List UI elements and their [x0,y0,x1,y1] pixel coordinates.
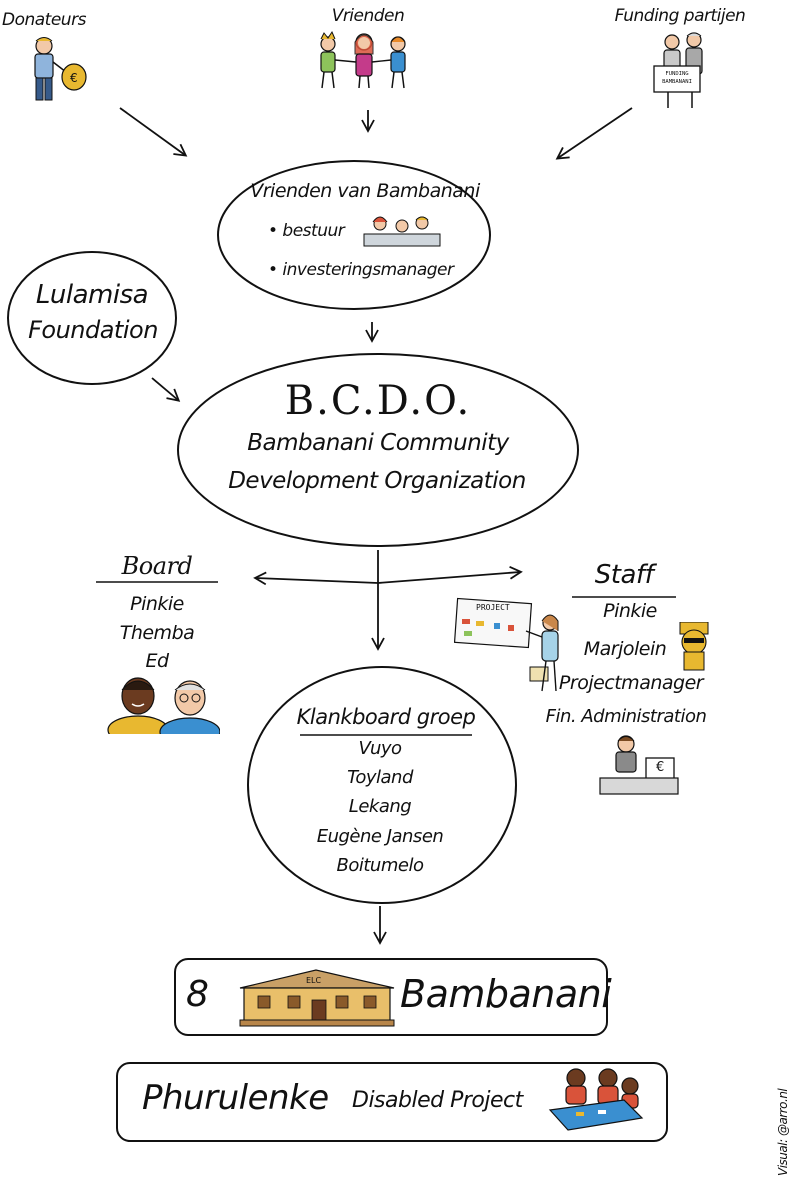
vrienden-label: Vrienden [331,6,405,26]
phurulenke-figures [546,1064,644,1138]
arrow-funding [555,107,633,160]
staff-member-pinkie: Pinkie [603,600,657,622]
vrienden-figures [308,30,418,96]
donateurs-label: Donateurs [2,10,86,30]
project-whiteboard-figure: PROJECT [453,595,566,699]
board-figures [104,672,221,747]
klankboard-ellipse [247,666,517,904]
friend-1 [320,30,336,89]
board-title: Board [121,552,193,580]
board-member-themba: Themba [119,622,195,644]
board-member-ed: Ed [145,650,169,672]
fin-admin-figure: € [598,730,680,802]
staff-member-projectmanager: Projectmanager [558,672,704,694]
staff-member-marjolein: Marjolein [583,638,667,660]
klankboard-member-eugene: Eugène Jansen [316,826,444,847]
klankboard-member-lekang: Lekang [348,796,412,817]
bcdo-line2: Development Organization [228,468,526,494]
arrow-board [253,571,379,586]
visual-credit: Visual: @arro.nl [776,1088,790,1176]
vvb-item-investeringsmanager: • investeringsmanager [268,260,454,280]
vvb-item-bestuur: • bestuur [268,221,345,241]
arrow-lulamisa [151,377,181,402]
arrow-donateurs [119,107,188,157]
euro-symbol: € [70,71,78,85]
phurulenke-name: Phurulenke [142,1078,329,1118]
bestuur-figures [362,212,442,254]
whiteboard-label: PROJECT [476,603,510,612]
arrow-staff [377,565,523,584]
elc-name: Bambanani [400,972,612,1016]
elc-building-icon: ELC [236,966,398,1032]
donateur-figure: € [18,32,93,111]
vvb-title: Vrienden van Bambanani [250,180,480,202]
lulamisa-line2: Foundation [28,316,158,344]
funding-figures: FUNDING BAMBANANI [648,30,718,114]
bcdo-line1: Bambanani Community [247,430,509,456]
funding-sign: FUNDING BAMBANANI [662,71,692,85]
lulamisa-line1: Lulamisa [35,280,149,310]
funding-label: Funding partijen [614,6,746,26]
marjolein-figure [676,621,712,676]
klankboard-member-boitumelo: Boitumelo [336,855,424,876]
computer-euro-label: € [656,760,665,775]
bcdo-ellipse [177,353,579,547]
phurulenke-rest: Disabled Project [352,1088,523,1113]
staff-member-fin-admin: Fin. Administration [545,706,707,727]
friend-3 [390,36,406,89]
vvb-ellipse [217,160,491,310]
elc-prefix: 8 ELC [186,974,213,1015]
lulamisa-ellipse [7,251,177,385]
klankboard-member-toyland: Toyland [347,767,413,788]
friend-2 [354,33,374,89]
board-member-pinkie: Pinkie [130,593,184,615]
klankboard-title: Klankboard groep [296,705,476,729]
elc-sign: ELC [306,976,322,985]
bcdo-abbr: B.C.D.O. [284,378,472,424]
staff-title: Staff [594,560,654,590]
klankboard-member-vuyo: Vuyo [358,738,402,759]
